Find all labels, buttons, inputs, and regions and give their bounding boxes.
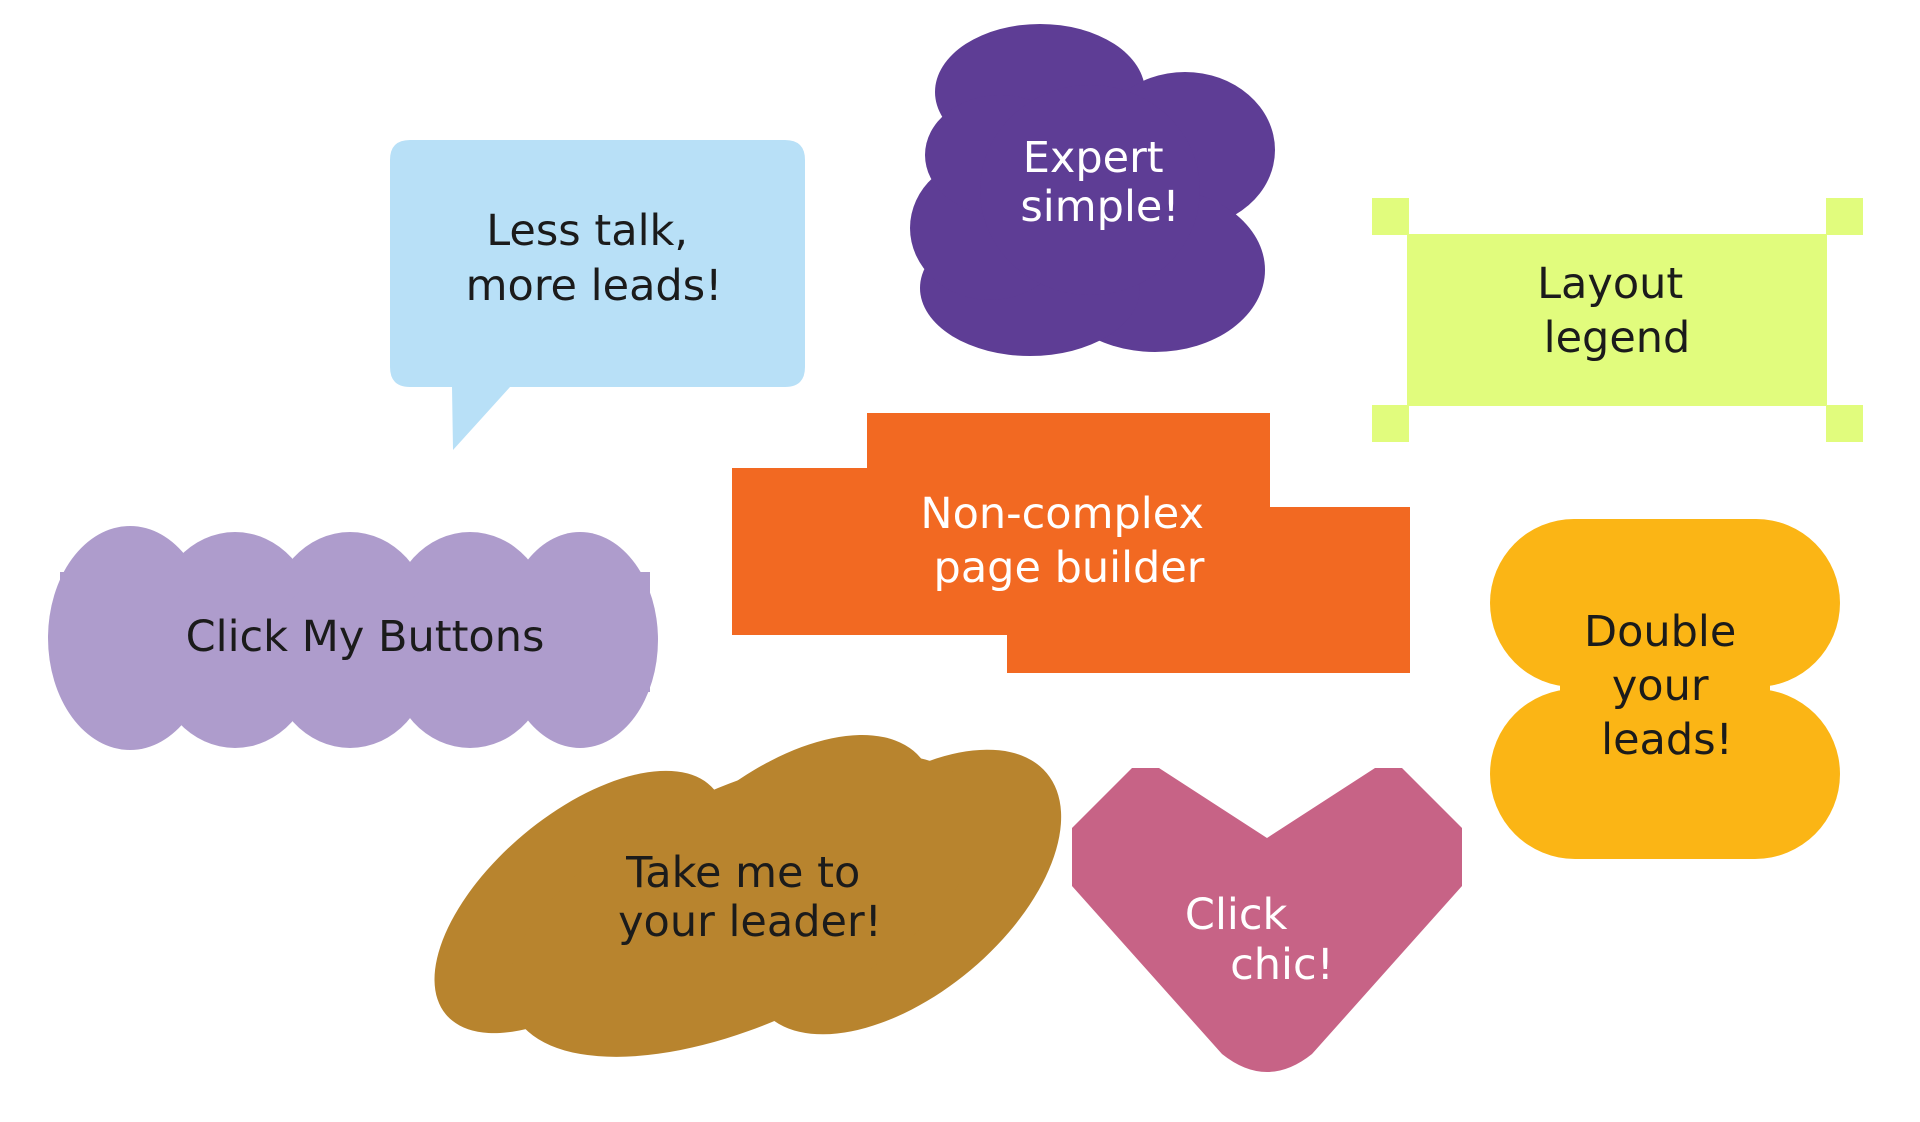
- slanted-blob-text: Take me to your leader!: [618, 848, 882, 947]
- slanted-blob-body: [434, 735, 1062, 1057]
- double-pill-line-3: leads!: [1601, 715, 1733, 765]
- heart-body: [1072, 768, 1462, 1072]
- double-pill-line-2: your: [1612, 661, 1709, 711]
- stepped-blocks-text: Non-complex page builder: [920, 489, 1217, 593]
- scalloped-cloud-line-1: Click My Buttons: [186, 612, 545, 662]
- selection-frame-text: Layout legend: [1537, 259, 1697, 363]
- slanted-blob-line-1: Take me to: [625, 848, 860, 898]
- flower-line-2: simple!: [1020, 182, 1179, 232]
- speech-bubble-shape[interactable]: Less talk, more leads!: [390, 140, 805, 450]
- frame-handle-top-right: [1826, 198, 1863, 235]
- double-pill-body: [1490, 519, 1840, 859]
- selection-frame-body: [1372, 198, 1863, 442]
- speech-bubble-line-1: Less talk,: [486, 206, 688, 256]
- heart-line-2: chic!: [1230, 940, 1334, 990]
- scalloped-cloud-text: Click My Buttons: [186, 612, 545, 662]
- stepped-blocks-line-1: Non-complex: [920, 489, 1203, 539]
- flower-text: Expert simple!: [1020, 133, 1179, 232]
- frame-handle-bottom-left: [1372, 405, 1409, 442]
- heart-text: Click chic!: [1185, 890, 1334, 990]
- scalloped-cloud-body: [48, 526, 658, 750]
- double-pill-line-1: Double: [1584, 607, 1736, 657]
- double-pill-shape[interactable]: Double your leads!: [1490, 519, 1840, 859]
- flower-body: [910, 24, 1275, 356]
- double-pill-text: Double your leads!: [1584, 607, 1750, 765]
- scalloped-cloud-shape[interactable]: Click My Buttons: [48, 526, 658, 750]
- flower-line-1: Expert: [1023, 133, 1164, 183]
- selection-frame-line-1: Layout: [1537, 259, 1683, 309]
- selection-frame-shape[interactable]: Layout legend: [1372, 198, 1863, 442]
- slanted-blob-line-2: your leader!: [618, 897, 882, 947]
- flower-shape[interactable]: Expert simple!: [910, 24, 1275, 356]
- stepped-blocks-line-2: page builder: [934, 543, 1205, 593]
- stepped-blocks-body: [732, 413, 1410, 673]
- slanted-blob-shape[interactable]: Take me to your leader!: [389, 680, 1112, 1120]
- frame-handle-bottom-right: [1826, 405, 1863, 442]
- frame-handle-top-left: [1372, 198, 1409, 235]
- heart-shape[interactable]: Click chic!: [1072, 768, 1462, 1072]
- speech-bubble-text: Less talk, more leads!: [466, 206, 723, 311]
- speech-bubble-line-2: more leads!: [466, 261, 723, 311]
- speech-bubble-body: [390, 140, 805, 450]
- selection-frame-line-2: legend: [1544, 313, 1691, 363]
- heart-line-1: Click: [1185, 890, 1288, 940]
- stepped-blocks-shape[interactable]: Non-complex page builder: [732, 413, 1410, 673]
